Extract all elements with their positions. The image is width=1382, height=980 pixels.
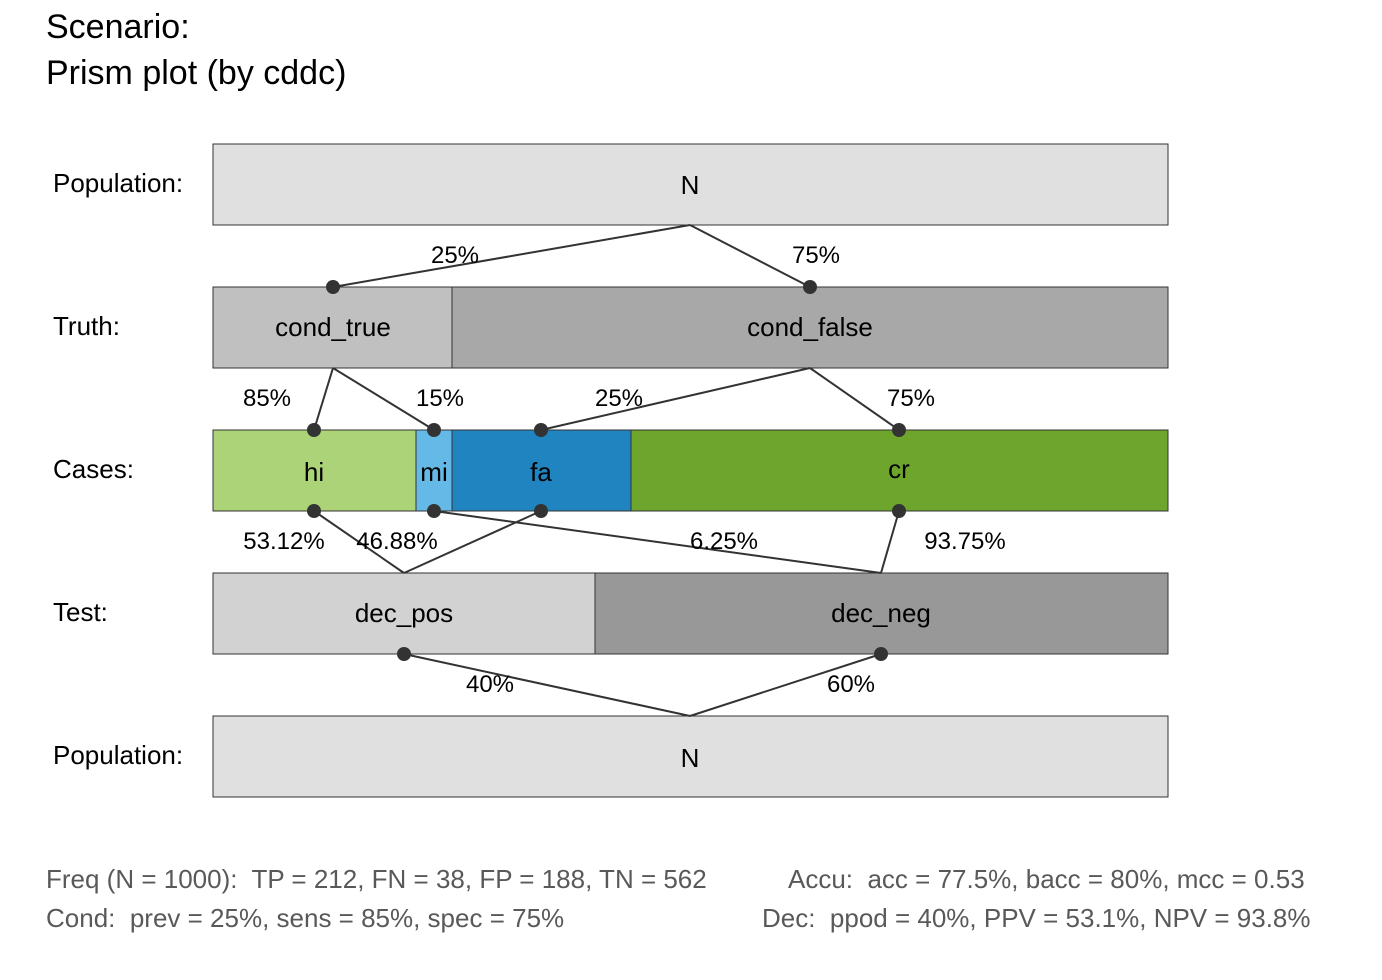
pct-fdr: 46.88%	[356, 528, 437, 555]
footer-cond: Cond: prev = 25%, sens = 85%, spec = 75%	[46, 903, 565, 933]
box-label-dec-neg: dec_neg	[831, 598, 931, 628]
dot-mi-top	[427, 423, 441, 437]
box-fa	[451, 429, 632, 512]
box-label-fa: fa	[530, 457, 552, 487]
box-label-cond-true: cond_true	[275, 312, 391, 342]
link-cond-true-mi	[332, 367, 435, 431]
dot-cr-top	[892, 423, 906, 437]
box-dec-pos	[212, 572, 596, 655]
link-cr-dec-neg	[880, 510, 900, 574]
pct-spec: 75%	[887, 385, 935, 412]
pct-prev-complement: 75%	[792, 242, 840, 269]
dot-cond-false-top	[803, 280, 817, 294]
dot-fa-bottom	[534, 504, 548, 518]
box-cond-false	[451, 286, 1169, 369]
dot-fa-top	[534, 423, 548, 437]
pct-mirate: 15%	[416, 385, 464, 412]
row-label-population-bottom: Population:	[53, 740, 183, 770]
link-n-cond-false	[689, 224, 811, 288]
box-label-dec-pos: dec_pos	[355, 598, 453, 628]
pct-npv: 93.75%	[924, 528, 1005, 555]
box-label-mi: mi	[420, 457, 447, 487]
footer-dec: Dec: ppod = 40%, PPV = 53.1%, NPV = 93.8…	[762, 903, 1311, 933]
box-label-hi: hi	[304, 457, 324, 487]
dot-hi-top	[307, 423, 321, 437]
scenario-title: Scenario:	[46, 8, 190, 46]
box-n-bottom	[212, 715, 1169, 798]
row-label-cases: Cases:	[53, 454, 134, 484]
box-cr	[630, 429, 1169, 512]
row-label-truth: Truth:	[53, 311, 120, 341]
link-n-cond-true	[332, 224, 691, 288]
link-hi-dec-pos	[313, 510, 405, 574]
dot-dec-pos-bottom	[397, 647, 411, 661]
dot-dec-neg-bottom	[874, 647, 888, 661]
box-label-n-top: N	[681, 170, 700, 200]
plot-subtitle: Prism plot (by cddc)	[46, 54, 347, 92]
link-dec-neg-n	[689, 653, 882, 717]
pct-ppv: 53.12%	[243, 528, 324, 555]
pct-sens: 85%	[243, 385, 291, 412]
link-cond-true-hi	[313, 367, 334, 431]
pct-ppod-complement: 60%	[827, 671, 875, 698]
link-mi-dec-neg	[433, 510, 882, 574]
link-cond-false-fa	[540, 367, 811, 431]
link-fa-dec-pos	[403, 510, 542, 574]
dot-hi-bottom	[307, 504, 321, 518]
pct-for: 6.25%	[690, 528, 758, 555]
footer-accu: Accu: acc = 77.5%, bacc = 80%, mcc = 0.5…	[788, 864, 1305, 894]
pct-ppod: 40%	[466, 671, 514, 698]
dot-mi-bottom	[427, 504, 441, 518]
box-label-cond-false: cond_false	[747, 312, 873, 342]
link-cond-false-cr	[809, 367, 900, 431]
row-label-population-top: Population:	[53, 168, 183, 198]
box-label-n-bottom: N	[681, 743, 700, 773]
dot-cr-bottom	[892, 504, 906, 518]
dot-cond-true-top	[326, 280, 340, 294]
footer-freq: Freq (N = 1000): TP = 212, FN = 38, FP =…	[46, 864, 707, 894]
link-dec-pos-n	[403, 653, 691, 717]
row-label-test: Test:	[53, 597, 108, 627]
pct-farate: 25%	[595, 385, 643, 412]
box-mi	[415, 429, 453, 512]
box-label-cr: cr	[888, 454, 910, 484]
pct-prev: 25%	[431, 242, 479, 269]
